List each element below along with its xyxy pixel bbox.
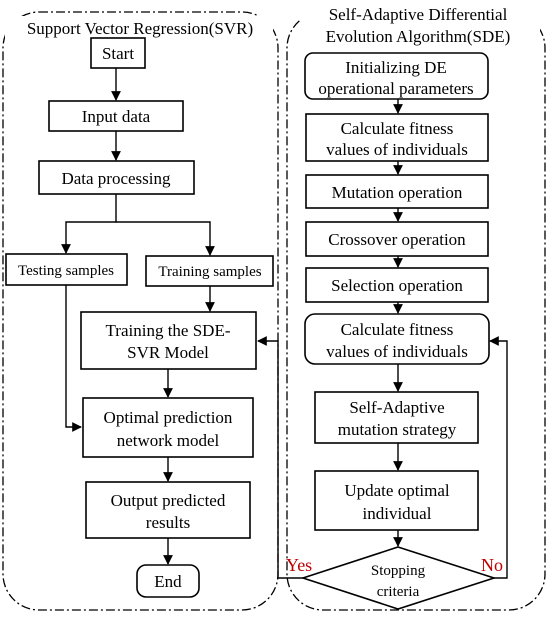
update-optimal-box: [314, 470, 479, 531]
arrow-processing-to-training: [116, 221, 215, 256]
training-model-label-line2: SVR Model: [127, 343, 209, 362]
mutation-box: [305, 174, 489, 209]
arrow-yes-to-model: [257, 336, 303, 579]
fitness2-label-line1: Calculate fitness: [341, 320, 454, 339]
sde-panel-title-line2: Evolution Algorithm(SDE): [326, 27, 511, 46]
crossover-label: Crossover operation: [328, 230, 466, 249]
stopping-criteria-label-line2: criteria: [377, 584, 420, 600]
start-box: [90, 37, 146, 69]
fitness1-box: [305, 113, 489, 162]
svr-panel-title: Support Vector Regression(SVR): [27, 19, 253, 38]
selection-label: Selection operation: [331, 276, 463, 295]
optimal-model-label-line1: Optimal prediction: [104, 408, 233, 427]
testing-samples-label: Testing samples: [18, 263, 114, 279]
output-results-label-line2: results: [146, 513, 190, 532]
end-box: [136, 564, 200, 598]
training-samples-label: Training samples: [158, 264, 261, 280]
fitness2-box: [304, 313, 490, 365]
mutation-label: Mutation operation: [332, 183, 463, 202]
crossover-box: [305, 221, 489, 257]
output-results-box: [85, 481, 251, 539]
no-label: No: [481, 555, 503, 575]
init-params-box: [304, 52, 489, 100]
self-adaptive-label-line2: mutation strategy: [338, 420, 457, 439]
training-samples-box: [145, 255, 274, 287]
self-adaptive-label-line1: Self-Adaptive: [349, 398, 444, 417]
stopping-criteria-diamond: [300, 546, 497, 610]
svr-container: [2, 11, 279, 611]
arrow-testing-to-optimal: [65, 285, 82, 432]
update-optimal-label-line1: Update optimal: [344, 481, 450, 500]
end-label: End: [154, 572, 182, 591]
fitness1-label-line2: values of individuals: [326, 140, 468, 159]
init-params-label-line2: operational parameters: [318, 79, 473, 98]
data-processing-box: [38, 160, 195, 195]
selection-box: [305, 267, 489, 303]
fitness2-label-line2: values of individuals: [326, 342, 468, 361]
start-label: Start: [102, 44, 134, 63]
data-processing-label: Data processing: [61, 169, 171, 188]
update-optimal-label-line2: individual: [363, 504, 432, 523]
self-adaptive-box: [314, 391, 479, 444]
yes-label: Yes: [286, 555, 312, 575]
arrow-no-loop: [489, 336, 508, 579]
sde-panel-title-line1: Self-Adaptive Differential: [329, 5, 508, 24]
input-data-label: Input data: [82, 107, 151, 126]
init-params-label-line1: Initializing DE: [345, 58, 447, 77]
input-data-box: [48, 100, 184, 132]
optimal-model-box: [82, 397, 254, 458]
testing-samples-box: [5, 253, 128, 286]
arrow-processing-to-testing: [61, 194, 117, 254]
fitness1-label-line1: Calculate fitness: [341, 119, 454, 138]
stopping-criteria-label-line1: Stopping: [371, 563, 426, 579]
training-model-label-line1: Training the SDE-: [106, 321, 231, 340]
output-results-label-line1: Output predicted: [111, 491, 226, 510]
optimal-model-label-line2: network model: [117, 431, 220, 450]
training-model-box: [80, 311, 257, 370]
